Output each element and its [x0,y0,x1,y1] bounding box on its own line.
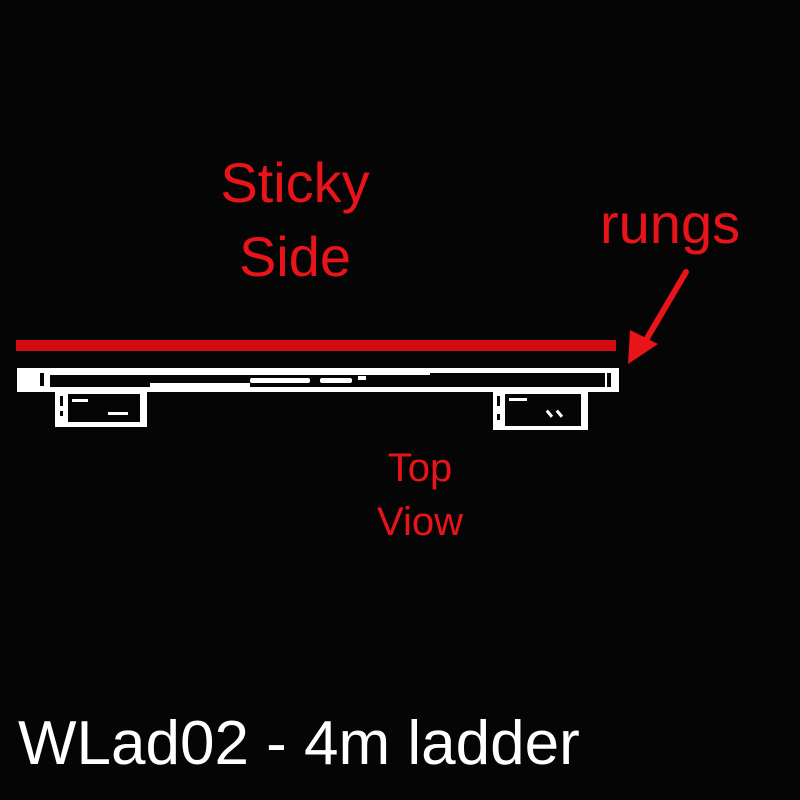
sticky-side-label: Sticky Side [190,155,400,303]
left-bracket [55,390,147,427]
top-view-label: Top Viow [360,448,480,556]
right-bracket [493,390,588,430]
sticky-side-label-line2: Side [238,225,352,288]
arrow-icon [628,269,689,364]
top-view-label-line2: Viow [377,500,463,544]
sticky-side-label-line1: Sticky [220,151,370,214]
rungs-label: rungs [600,192,741,255]
rung-marks [50,373,430,387]
diagram-title: WLad02 - 4m ladder [18,709,580,778]
ladder-rail [17,368,619,392]
sticky-side-bar [16,340,616,351]
top-view-label-line1: Top [387,446,453,490]
